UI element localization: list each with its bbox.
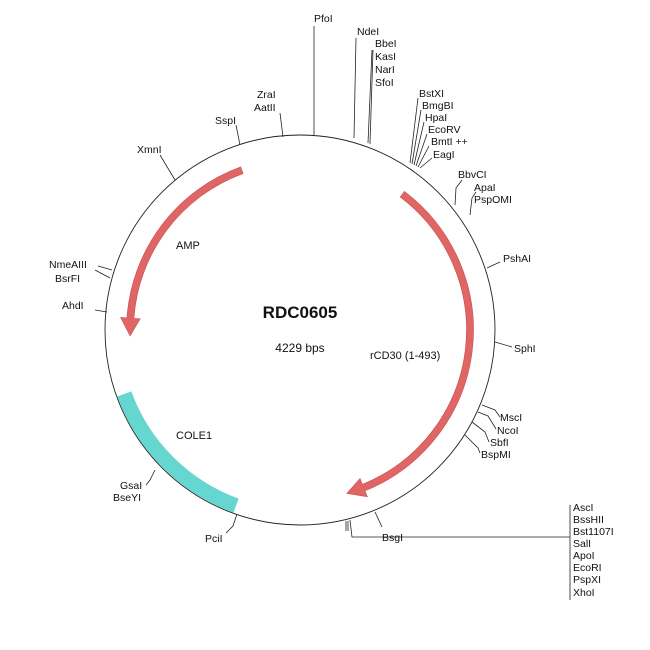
site-sali[interactable]: SalI: [573, 538, 591, 550]
site-bmti[interactable]: BmtI ++: [431, 136, 468, 148]
site-pfoi[interactable]: PfoI: [314, 13, 333, 25]
site-bbei[interactable]: BbeI: [375, 38, 397, 50]
site-asci[interactable]: AscI: [573, 502, 593, 514]
site-pspxi[interactable]: PspXI: [573, 574, 601, 586]
site-aatii[interactable]: AatII: [254, 102, 276, 114]
site-pshai[interactable]: PshAI: [503, 253, 531, 265]
site-bseyi[interactable]: BseYI: [113, 492, 141, 504]
site-sspi[interactable]: SspI: [215, 115, 236, 127]
site-ecori[interactable]: EcoRI: [573, 562, 602, 574]
site-pcii[interactable]: PciI: [205, 533, 223, 545]
site-pspomi[interactable]: PspOMI: [474, 194, 512, 206]
site-bst1107i[interactable]: Bst1107I: [573, 526, 614, 538]
site-zrai[interactable]: ZraI: [257, 89, 276, 101]
site-bmgbi[interactable]: BmgBI: [422, 100, 454, 112]
feature-label-amp: AMP: [176, 240, 200, 252]
site-eagi[interactable]: EagI: [433, 149, 455, 161]
site-xhoi[interactable]: XhoI: [573, 587, 595, 599]
feature-cole1[interactable]: [117, 391, 239, 513]
site-sfoi[interactable]: SfoI: [375, 77, 394, 89]
feature-rcd30-arrow[interactable]: [346, 191, 474, 498]
feature-amp-arrow[interactable]: [120, 166, 244, 337]
site-ncoi[interactable]: NcoI: [497, 425, 519, 437]
site-apoi[interactable]: ApoI: [573, 550, 595, 562]
site-bsrfi[interactable]: BsrFI: [55, 273, 80, 285]
site-ndei[interactable]: NdeI: [357, 26, 379, 38]
plasmid-name: RDC0605: [263, 303, 338, 322]
site-msci[interactable]: MscI: [500, 412, 522, 424]
site-bbvci[interactable]: BbvCI: [458, 169, 487, 181]
site-nmeaiii[interactable]: NmeAIII: [49, 259, 87, 271]
site-bsgi[interactable]: BsgI: [382, 532, 403, 544]
site-bspmi[interactable]: BspMI: [481, 449, 511, 461]
backbone-circle: [104, 134, 496, 526]
site-bstxi[interactable]: BstXI: [419, 88, 444, 100]
site-gsai[interactable]: GsaI: [120, 480, 142, 492]
site-ecorv[interactable]: EcoRV: [428, 124, 461, 136]
site-leaders: [94, 26, 571, 600]
site-xmni[interactable]: XmnI: [137, 144, 162, 156]
site-kasi[interactable]: KasI: [375, 51, 396, 63]
site-sphi[interactable]: SphI: [514, 343, 536, 355]
site-nari[interactable]: NarI: [375, 64, 395, 76]
plasmid-size: 4229 bps: [275, 341, 324, 355]
feature-label-rcd30: rCD30 (1-493): [370, 350, 440, 362]
site-ahdi[interactable]: AhdI: [62, 300, 84, 312]
site-sbfi[interactable]: SbfI: [490, 437, 509, 449]
site-hpai[interactable]: HpaI: [425, 112, 447, 124]
site-bsshii[interactable]: BssHII: [573, 514, 604, 526]
feature-label-cole1: COLE1: [176, 430, 212, 442]
site-apai[interactable]: ApaI: [474, 182, 496, 194]
